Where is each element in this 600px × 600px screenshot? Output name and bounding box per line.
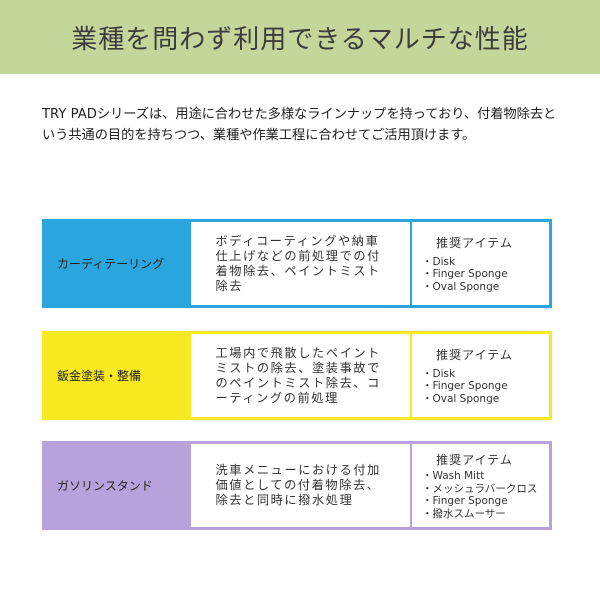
industry-row-sheet-metal-painting: 鈑金塗装・整備 工場内で飛散したペイントミストの除去、塗装事故でのペイントミスト… bbox=[42, 331, 552, 420]
intro-paragraph: TRY PADシリーズは、用途に合わせた多様なラインナップを持っており、付着物除… bbox=[42, 107, 557, 143]
recommended-items-title: 推奨アイテム bbox=[436, 347, 513, 362]
recommended-item: Finger Sponge bbox=[422, 268, 549, 281]
recommended-item: Oval Sponge bbox=[422, 281, 549, 294]
recommended-item: Wash Mitt bbox=[422, 470, 549, 483]
industry-row-car-detailing: カーディテーリング ボディコーティングや納車仕上げなどの前処理での付着物除去、ペ… bbox=[42, 219, 552, 308]
recommended-item: Disk bbox=[422, 368, 549, 381]
page-header: 業種を問わず利用できるマルチな性能 bbox=[0, 0, 600, 74]
recommended-items-cell: 推奨アイテム Disk Finger Sponge Oval Sponge bbox=[412, 222, 549, 305]
page-title: 業種を問わず利用できるマルチな性能 bbox=[71, 24, 529, 55]
industry-category-label: カーディテーリング bbox=[45, 222, 191, 305]
recommended-item: メッシュラバークロス bbox=[422, 483, 549, 496]
industry-description-cell: ボディコーティングや納車仕上げなどの前処理での付着物除去、ペイントミスト除去 bbox=[191, 222, 412, 305]
recommended-items-list: Disk Finger Sponge Oval Sponge bbox=[422, 368, 549, 406]
recommended-item: Disk bbox=[422, 256, 549, 269]
recommended-items-title: 推奨アイテム bbox=[436, 453, 513, 467]
recommended-items-list: Disk Finger Sponge Oval Sponge bbox=[422, 256, 549, 294]
industry-description-cell: 洗車メニューにおける付加価値としての付着物除去、除去と同時に撥水処理 bbox=[191, 444, 412, 527]
recommended-item: Finger Sponge bbox=[422, 495, 549, 508]
recommended-items-list: Wash Mitt メッシュラバークロス Finger Sponge 撥水スムー… bbox=[422, 470, 549, 520]
industry-row-gas-station: ガソリンスタンド 洗車メニューにおける付加価値としての付着物除去、除去と同時に撥… bbox=[42, 441, 552, 530]
recommended-items-cell: 推奨アイテム Disk Finger Sponge Oval Sponge bbox=[412, 334, 549, 417]
recommended-items-cell: 推奨アイテム Wash Mitt メッシュラバークロス Finger Spong… bbox=[412, 444, 549, 527]
recommended-items-title: 推奨アイテム bbox=[436, 235, 513, 250]
recommended-item: Finger Sponge bbox=[422, 380, 549, 393]
industry-description: 工場内で飛散したペイントミストの除去、塗装事故でのペイントミスト除去、コーティン… bbox=[215, 345, 381, 405]
recommended-item: Oval Sponge bbox=[422, 393, 549, 406]
industry-description-cell: 工場内で飛散したペイントミストの除去、塗装事故でのペイントミスト除去、コーティン… bbox=[191, 334, 412, 417]
industry-description: 洗車メニューにおける付加価値としての付着物除去、除去と同時に撥水処理 bbox=[215, 463, 381, 507]
industry-category-label: 鈑金塗装・整備 bbox=[45, 334, 191, 417]
industry-description: ボディコーティングや納車仕上げなどの前処理での付着物除去、ペイントミスト除去 bbox=[215, 233, 381, 293]
industry-category-label: ガソリンスタンド bbox=[45, 444, 191, 527]
recommended-item: 撥水スムーサー bbox=[422, 508, 549, 521]
